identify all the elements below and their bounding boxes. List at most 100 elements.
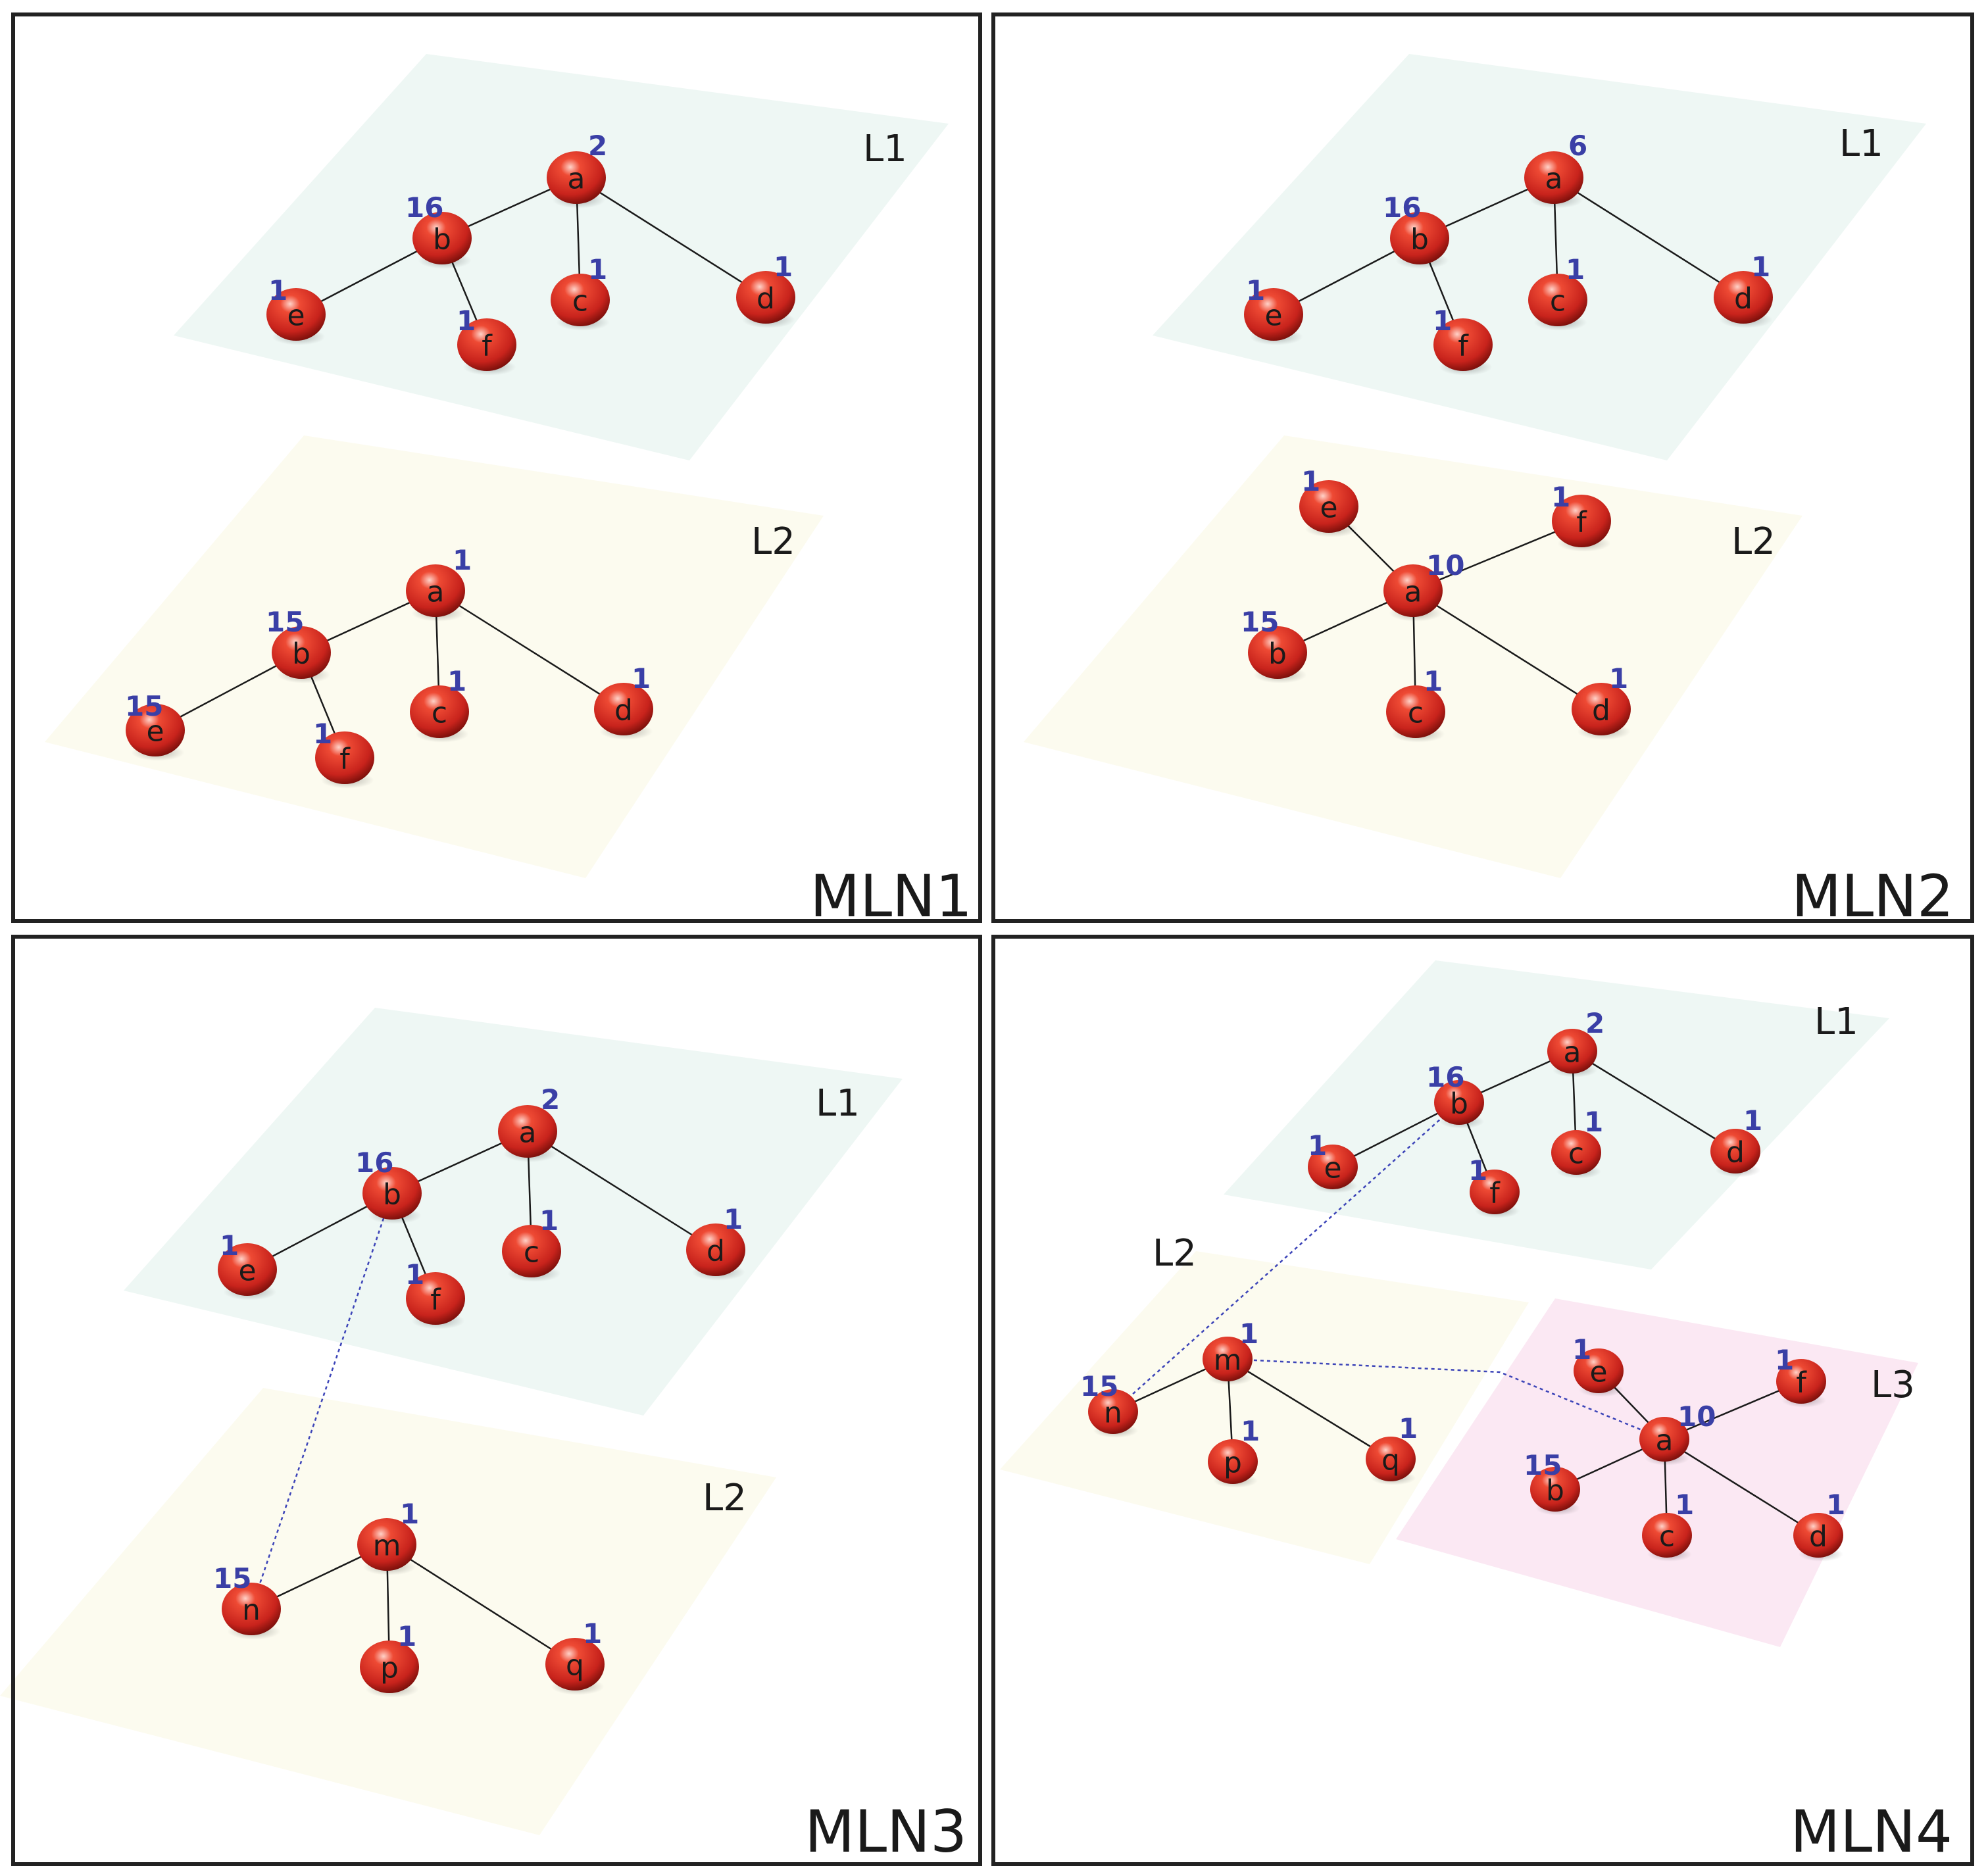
node-weight: 1 (1751, 251, 1770, 283)
node-weight: 1 (1551, 481, 1570, 513)
node-l2-f: f1 (313, 718, 374, 789)
node-weight: 15 (1241, 606, 1279, 638)
node-l2-q: q1 (1366, 1412, 1418, 1485)
node-weight: 1 (1566, 253, 1585, 285)
node-sphere (1470, 1170, 1520, 1214)
cross-layer-edge-l1-b-l2-n (1112, 1102, 1460, 1412)
edge-l1-a-d (527, 1130, 716, 1251)
node-l2-d: d1 (594, 662, 653, 740)
node-weight: 16 (1426, 1061, 1464, 1093)
panel-title: MLN4 (1790, 1798, 1952, 1865)
layer-label-l1: L1 (1839, 122, 1883, 165)
node-sphere (410, 685, 469, 738)
node-label: a (427, 576, 445, 609)
node-sphere (222, 1583, 281, 1635)
node-l2-c: c1 (1386, 665, 1445, 743)
node-weight: 1 (1826, 1489, 1845, 1521)
node-l2-b: b15 (266, 606, 331, 683)
edge-l2-a-f (1412, 520, 1582, 592)
node-l1-f: f1 (1468, 1154, 1520, 1218)
node-sphere (1639, 1417, 1689, 1462)
edge-l2-a-d (435, 589, 624, 710)
node-l2-p: p1 (1208, 1415, 1260, 1488)
edge-l3-a-d (1664, 1438, 1819, 1537)
node-label: f (482, 330, 493, 363)
node-label: b (433, 223, 451, 257)
node-l2-n: n15 (1080, 1370, 1139, 1438)
node-sphere (498, 1105, 557, 1158)
node-label: d (1592, 694, 1610, 728)
node-sphere (1386, 685, 1445, 738)
node-sphere (1208, 1439, 1258, 1484)
node-sphere (126, 704, 185, 756)
layer-label-l2: L2 (1153, 1232, 1197, 1275)
node-l1-e: e1 (1308, 1129, 1358, 1193)
node-weight: 2 (1585, 1007, 1604, 1039)
node-label: c (1550, 285, 1566, 318)
node-l2-e: e15 (125, 690, 185, 761)
node-l1-b: b16 (1383, 191, 1449, 269)
node-label: d (614, 694, 633, 728)
layer-plane-l1 (1153, 54, 1926, 460)
node-sphere (360, 1641, 419, 1693)
node-l1-b: b16 (405, 191, 472, 269)
edge-l1-a-d (1572, 1050, 1736, 1152)
node-sphere (1299, 480, 1358, 533)
node-label: e (1264, 299, 1282, 333)
node-weight: 2 (541, 1083, 560, 1116)
node-l1-a: a2 (1547, 1007, 1604, 1077)
node-weight: 1 (1246, 274, 1265, 307)
node-label: a (1545, 162, 1563, 196)
node-sphere (1434, 1080, 1484, 1125)
node-l2-a: a1 (406, 544, 472, 622)
node-l2-m: m1 (1203, 1318, 1258, 1385)
node-l2-p: p1 (360, 1620, 419, 1698)
node-l2-q: q1 (545, 1617, 605, 1695)
node-label: a (1656, 1424, 1674, 1458)
node-label: d (1726, 1136, 1745, 1170)
node-weight: 1 (1241, 1415, 1260, 1447)
node-label: b (1268, 637, 1287, 671)
node-sphere (1088, 1389, 1138, 1434)
node-weight: 6 (1568, 130, 1587, 162)
node-l1-d: d1 (736, 251, 795, 328)
panel-title: MLN1 (810, 862, 972, 930)
node-weight: 1 (1301, 465, 1320, 497)
node-weight: 1 (1239, 1318, 1258, 1350)
node-sphere (1714, 271, 1773, 324)
node-l3-f: f1 (1775, 1344, 1827, 1408)
node-label: c (524, 1236, 539, 1270)
node-weight: 1 (1609, 662, 1628, 695)
node-weight: 1 (632, 662, 651, 695)
node-l1-f: f1 (457, 305, 516, 376)
node-sphere (1528, 274, 1587, 326)
node-weight: 1 (313, 718, 332, 750)
edge-l1-a-d (576, 176, 766, 299)
node-l1-d: d1 (1714, 251, 1773, 328)
node-sphere (272, 626, 331, 679)
node-sphere (1248, 626, 1307, 679)
node-sphere (266, 288, 326, 341)
node-label: b (383, 1178, 401, 1212)
node-weight: 1 (1584, 1106, 1603, 1138)
node-label: e (146, 715, 164, 749)
node-label: c (572, 285, 588, 318)
node-l2-e: e1 (1299, 465, 1358, 537)
node-sphere (412, 212, 472, 264)
node-weight: 1 (457, 305, 476, 337)
layer-plane-l1 (124, 1008, 903, 1416)
panel-frame (991, 12, 1974, 923)
node-sphere (736, 271, 795, 324)
node-sphere (1524, 151, 1583, 204)
node-label: a (568, 162, 585, 196)
node-label: q (566, 1649, 584, 1683)
node-weight: 16 (1383, 191, 1421, 224)
node-l1-e: e1 (266, 274, 326, 345)
node-sphere (1776, 1359, 1826, 1404)
node-weight: 1 (1743, 1104, 1762, 1137)
layer-plane-l2 (1024, 435, 1802, 878)
node-l2-m: m1 (357, 1498, 419, 1575)
node-weight: 2 (588, 130, 607, 162)
